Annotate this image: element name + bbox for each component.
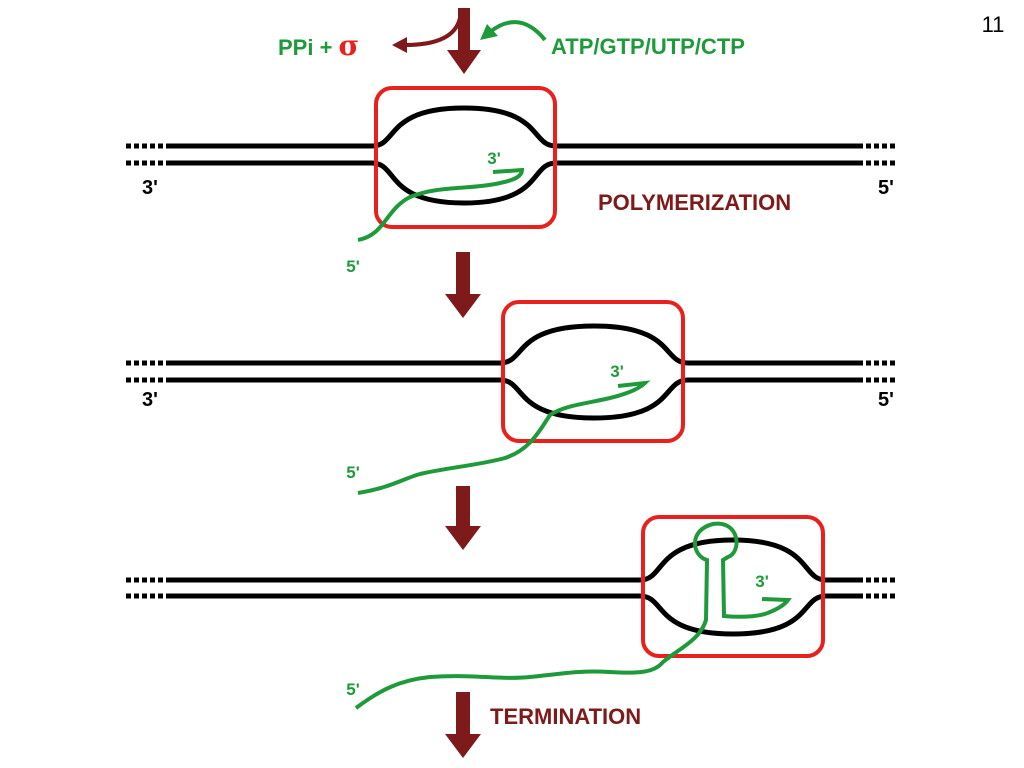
polymerization-caption: POLYMERIZATION bbox=[598, 190, 791, 215]
rna-3prime-label: 3' bbox=[755, 572, 769, 591]
stage-3-termination: 3' 5' TERMINATION bbox=[126, 515, 898, 729]
rna-3prime-label: 3' bbox=[487, 149, 501, 168]
dna-3prime-end-label: 3' bbox=[142, 389, 158, 411]
dna-5prime-end-label: 5' bbox=[878, 389, 894, 411]
dna-top-strand bbox=[168, 323, 858, 366]
rna-5prime-label: 5' bbox=[346, 463, 360, 482]
rna-transcript bbox=[357, 380, 651, 495]
dna-dotted-end-right bbox=[858, 577, 898, 599]
rna-transcript-with-hairpin bbox=[354, 521, 792, 710]
substrates-label: ATP/GTP/UTP/CTP bbox=[551, 34, 745, 59]
stage-1-polymerization: 3' 5' 3' 5' POLYMERIZATION bbox=[126, 86, 898, 276]
dna-dotted-end-left bbox=[126, 143, 168, 166]
rna-polymerase bbox=[501, 300, 685, 443]
dna-bottom-strand bbox=[168, 160, 858, 206]
down-arrow-2 bbox=[445, 486, 481, 550]
dna-dotted-end-right bbox=[858, 360, 898, 383]
rna-5prime-label: 5' bbox=[346, 257, 360, 276]
page-number: 11 bbox=[982, 12, 1005, 37]
rna-3prime-label: 3' bbox=[610, 362, 624, 381]
main-down-arrow-top bbox=[447, 8, 481, 74]
termination-caption: TERMINATION bbox=[490, 704, 641, 729]
substrate-entry-arrowhead bbox=[480, 24, 498, 40]
dna-dotted-end-left bbox=[126, 577, 168, 599]
rna-transcript bbox=[357, 167, 525, 242]
dna-top-strand bbox=[168, 537, 858, 583]
dna-3prime-end-label: 3' bbox=[142, 177, 158, 199]
dna-top-strand bbox=[168, 105, 858, 149]
ppi-release-arrow bbox=[404, 17, 462, 47]
sigma-factor-symbol: σ bbox=[339, 29, 360, 62]
dna-dotted-end-left bbox=[126, 360, 168, 383]
dna-bottom-strand bbox=[168, 593, 858, 637]
rna-polymerase bbox=[374, 86, 557, 229]
byproduct-label: PPi + σ bbox=[278, 29, 359, 62]
ppi-release-arrowhead bbox=[392, 37, 407, 53]
down-arrow-1 bbox=[445, 252, 481, 318]
dna-5prime-end-label: 5' bbox=[878, 177, 894, 199]
stage-2-elongation: 3' 5' 3' 5' bbox=[126, 300, 898, 495]
dna-bottom-strand bbox=[168, 377, 858, 421]
down-arrow-3 bbox=[445, 692, 481, 758]
substrate-entry-arrow bbox=[488, 20, 547, 42]
rna-5prime-label: 5' bbox=[346, 680, 360, 699]
top-reaction: PPi + σ ATP/GTP/UTP/CTP bbox=[278, 8, 745, 74]
dna-dotted-end-right bbox=[858, 143, 898, 166]
rna-polymerase bbox=[641, 515, 825, 658]
